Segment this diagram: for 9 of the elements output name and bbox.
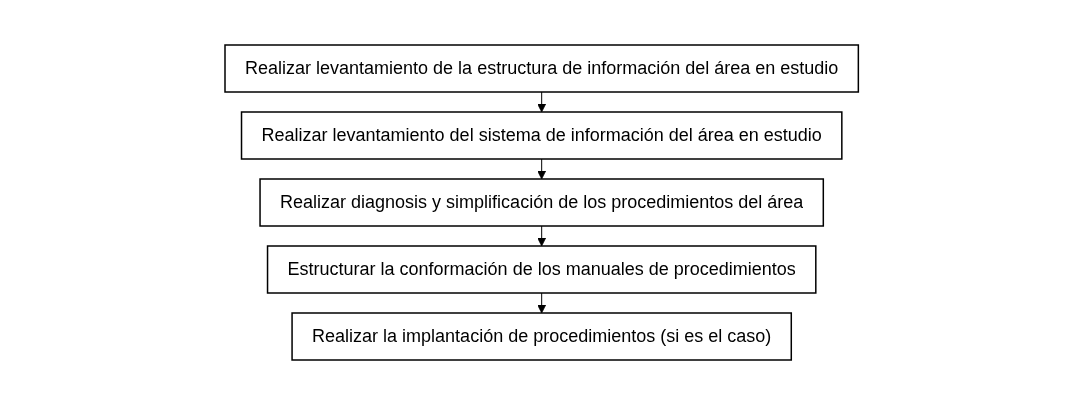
- arrow: [537, 158, 547, 180]
- node-box: Realizar levantamiento de la estructura de información del área en estudio: [224, 44, 860, 93]
- arrow: [537, 91, 547, 113]
- node-box: Realizar levantamiento del sistema de información del área en estudio: [241, 111, 843, 160]
- arrow: [537, 225, 547, 247]
- node-box: Realizar la implantación de procedimientos (si es el caso): [291, 312, 793, 361]
- node-box: Estructurar la conformación de los manuales de procedimientos: [267, 245, 817, 294]
- node-box: Realizar diagnosis y simplificación de los procedimientos del área: [259, 178, 825, 227]
- arrow: [537, 292, 547, 314]
